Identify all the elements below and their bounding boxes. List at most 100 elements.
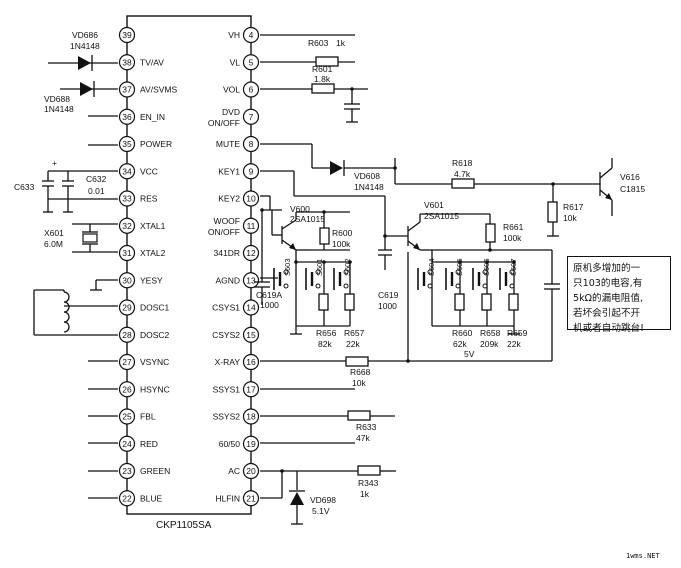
- pin-4-circle: [242, 26, 260, 44]
- pin-24-label: RED: [140, 439, 158, 449]
- pin-22-number: 22: [122, 493, 132, 503]
- switch-s601-label: S601: [315, 258, 324, 276]
- pin-10-circle: [242, 190, 260, 207]
- switch-s604-t1: [427, 269, 433, 275]
- switch-s602-t1: [343, 269, 349, 275]
- r601-ref: R601: [312, 64, 333, 74]
- switch-s602-t2: [343, 283, 349, 289]
- capacitor-added-103: [544, 250, 560, 361]
- pin-36-label: EN_IN: [140, 112, 165, 122]
- pin-33-label: RES: [140, 194, 158, 204]
- r668-ref: R668: [350, 367, 371, 377]
- pin-25-number: 25: [122, 412, 132, 422]
- r659-val: 22k: [507, 339, 521, 349]
- resistor-r603: [260, 56, 355, 67]
- pin-7-label2: ON/OFF: [208, 118, 240, 128]
- pin-27-label: VSYNC: [140, 357, 169, 367]
- switch-s601-t1: [315, 269, 321, 275]
- pin-34-label: VCC: [140, 166, 158, 176]
- pin-13-number: 13: [246, 275, 256, 285]
- v601-ref: V601: [424, 200, 444, 210]
- pin-13-circle: [242, 272, 260, 289]
- pin-33-circle: [118, 190, 136, 207]
- switch-s604-t2: [427, 283, 433, 289]
- pin-26-label: HSYNC: [140, 384, 170, 394]
- x601-val: 6.0M: [44, 239, 63, 249]
- vd608-val: 1N4148: [354, 182, 384, 192]
- pin-32-circle: [118, 217, 136, 234]
- pin-34-number: 34: [122, 166, 132, 176]
- vd688-val: 1N4148: [44, 104, 74, 114]
- pin-11-circle: [242, 217, 260, 234]
- pin-5-label: VL: [230, 57, 241, 67]
- switch-s601-t2: [315, 283, 321, 289]
- r633-val: 47k: [356, 433, 370, 443]
- pin-30-circle: [118, 272, 136, 289]
- pin-17-number: 17: [246, 384, 256, 394]
- switch-s603-label: S603: [283, 258, 292, 276]
- pin-34-circle: [118, 163, 136, 180]
- pin-20-circle: [242, 462, 260, 480]
- pin-5-circle: [242, 54, 260, 71]
- pin-4-number: 4: [249, 30, 254, 40]
- wire-key1: [260, 170, 387, 250]
- diode-vd608: [260, 143, 397, 184]
- pin-26-circle: [118, 381, 136, 398]
- coil-dosc: [33, 289, 118, 336]
- watermark: 1wms.NET: [626, 552, 660, 560]
- pin-14-number: 14: [246, 303, 256, 313]
- resistor-r659: [508, 293, 519, 311]
- c619a-ref: C619A: [256, 290, 282, 300]
- pin-37-circle: [118, 81, 136, 98]
- pin-7-label: DVD: [222, 107, 240, 117]
- r618-val: 4.7k: [454, 169, 471, 179]
- pin-31-circle: [118, 244, 136, 262]
- resistor-r661: [485, 214, 496, 252]
- pin-17-label: SSYS1: [213, 384, 241, 394]
- resistor-r658: [481, 293, 492, 311]
- pin-8-label: MUTE: [216, 139, 240, 149]
- pin-23-number: 23: [122, 466, 132, 476]
- switch-s604-label: S604: [427, 258, 436, 276]
- pin-19-circle: [242, 435, 260, 452]
- transistor-v616: [599, 158, 613, 216]
- resistor-r617: [547, 184, 559, 237]
- vd686-ref: VD686: [72, 30, 98, 40]
- capacitor-c619: [378, 249, 392, 270]
- r600-ref: R600: [332, 228, 353, 238]
- c632-ref: C632: [86, 174, 107, 184]
- pin-10-label: KEY2: [218, 194, 240, 204]
- pin-22-circle: [118, 490, 136, 507]
- diode-vd686: [48, 55, 118, 71]
- pin-12-label: 341DR: [214, 248, 240, 258]
- pin-23-label: GREEN: [140, 466, 170, 476]
- switch-s607-t1: [509, 269, 515, 275]
- switch-s606-t2: [482, 283, 488, 289]
- pin-8-number: 8: [249, 139, 254, 149]
- switch-bank-2: [431, 260, 516, 327]
- capacitors-c632-c633: [42, 170, 118, 213]
- pin-29-label: DOSC1: [140, 303, 170, 313]
- switch-s605-label: S605: [455, 258, 464, 276]
- ic-name: CKP1105SA: [156, 520, 212, 531]
- r658-ref: R658: [480, 328, 501, 338]
- r656-ref: R656: [316, 328, 337, 338]
- c619-val: 1000: [378, 301, 397, 311]
- pin-39-circle: [118, 26, 136, 44]
- r601-val: 1.8k: [314, 74, 331, 84]
- pin-29-number: 29: [122, 303, 132, 313]
- pin-9-circle: [242, 163, 260, 180]
- pin-6-label: VOL: [223, 85, 240, 95]
- resistor-r618: [395, 178, 600, 189]
- pin-29-circle: [118, 299, 136, 316]
- pin-36-number: 36: [122, 112, 132, 122]
- pin-23-circle: [118, 462, 136, 480]
- pin-27-circle: [118, 353, 136, 371]
- c632-plus: +: [52, 158, 57, 168]
- pin-37-number: 37: [122, 85, 132, 95]
- r600-val: 100k: [332, 239, 351, 249]
- pin-28-label: DOSC2: [140, 330, 170, 340]
- pin-15-number: 15: [246, 330, 256, 340]
- vd608-ref: VD608: [354, 171, 380, 181]
